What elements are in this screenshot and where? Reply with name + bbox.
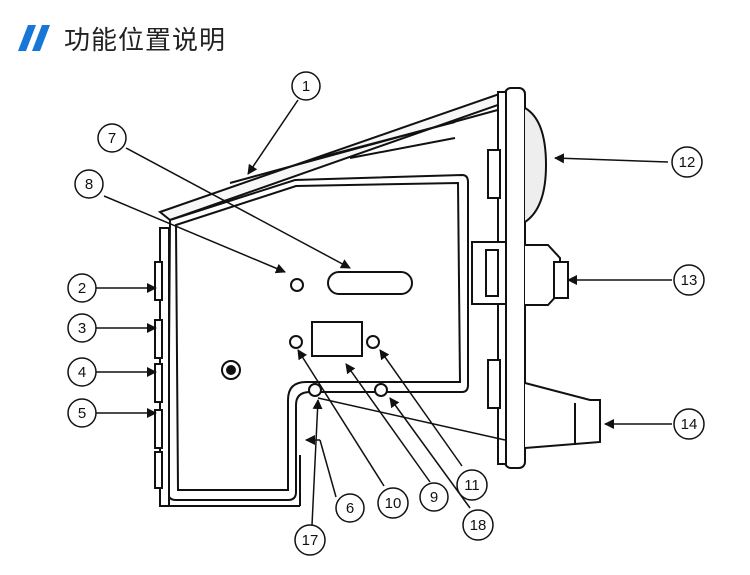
svg-text:17: 17 — [302, 532, 319, 549]
page-title: 功能位置说明 — [64, 25, 227, 56]
double-slash-icon — [18, 25, 50, 51]
callout-8: 8 — [74, 169, 104, 199]
svg-text:13: 13 — [681, 272, 698, 289]
callout-10: 10 — [377, 487, 409, 519]
device-body — [154, 87, 601, 507]
callout-1: 1 — [291, 71, 321, 101]
callout-13: 13 — [673, 264, 705, 296]
svg-text:4: 4 — [78, 364, 86, 381]
svg-text:7: 7 — [108, 130, 116, 147]
callout-4: 4 — [67, 357, 97, 387]
svg-text:9: 9 — [430, 489, 438, 506]
callout-5: 5 — [67, 398, 97, 428]
callout-18: 18 — [462, 509, 494, 541]
callout-2: 2 — [67, 273, 97, 303]
callout-14: 14 — [673, 408, 705, 440]
svg-text:2: 2 — [78, 280, 86, 297]
page-header: 功能位置说明 — [18, 18, 226, 58]
callout-7: 7 — [97, 123, 127, 153]
svg-text:12: 12 — [679, 154, 696, 171]
svg-text:6: 6 — [346, 500, 354, 517]
svg-text:1: 1 — [302, 78, 310, 95]
svg-text:8: 8 — [85, 176, 93, 193]
svg-text:11: 11 — [464, 477, 480, 494]
svg-text:18: 18 — [470, 517, 487, 534]
callout-9: 9 — [419, 482, 449, 512]
callout-11: 11 — [456, 469, 488, 501]
svg-text:14: 14 — [681, 416, 698, 433]
leader-lines — [96, 99, 672, 526]
callout-3: 3 — [67, 313, 97, 343]
svg-text:10: 10 — [385, 495, 402, 512]
svg-text:5: 5 — [78, 405, 86, 422]
callout-12: 12 — [671, 146, 703, 178]
callout-17: 17 — [294, 524, 326, 556]
svg-text:3: 3 — [78, 320, 86, 337]
callout-6: 6 — [335, 493, 365, 523]
